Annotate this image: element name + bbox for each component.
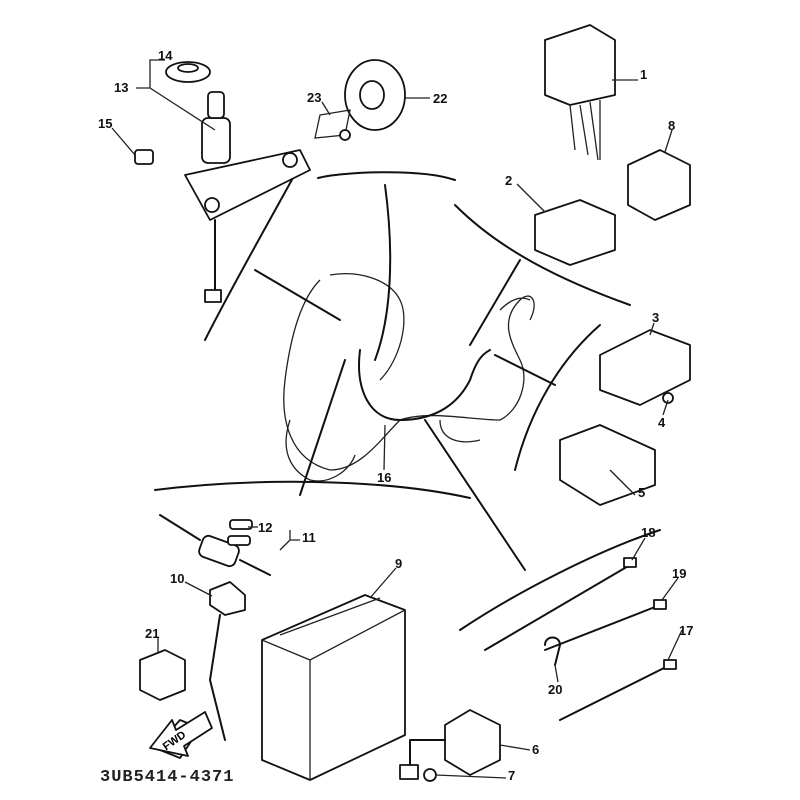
leader-lines	[111, 59, 683, 779]
horn	[314, 59, 406, 141]
callout-7: 7	[508, 768, 516, 783]
callout-20: 20	[548, 682, 563, 697]
callout-19: 19	[672, 566, 687, 581]
callout-5: 5	[638, 485, 646, 500]
callout-9: 9	[395, 556, 403, 571]
callout-16: 16	[377, 470, 392, 485]
callout-17: 17	[679, 623, 694, 638]
scooter-outline	[283, 273, 535, 482]
cdi-unit	[534, 24, 691, 266]
fwd-arrow	[149, 711, 213, 757]
callout-10: 10	[170, 571, 185, 586]
callout-1: 1	[640, 67, 648, 82]
callout-21: 21	[145, 626, 160, 641]
group-brackets	[154, 164, 661, 631]
callout-8: 8	[668, 118, 676, 133]
callout-13: 13	[114, 80, 129, 95]
cable-ties	[484, 557, 677, 721]
callout-14: 14	[158, 48, 173, 63]
drawing-code: 3UB5414-4371	[100, 768, 235, 787]
wire-harness	[358, 349, 491, 421]
callout-15: 15	[98, 116, 113, 131]
callout-4: 4	[658, 415, 666, 430]
callout-2: 2	[505, 173, 513, 188]
callout-11: 11	[302, 530, 316, 545]
callout-12: 12	[258, 520, 273, 535]
ignition-coil	[399, 709, 501, 782]
callout-3: 3	[652, 310, 660, 325]
main-switch	[134, 61, 311, 303]
rectifier-regulator	[559, 329, 691, 506]
callout-18: 18	[641, 525, 656, 540]
callout-22: 22	[433, 91, 448, 106]
callout-6: 6	[532, 742, 540, 757]
callout-23: 23	[307, 90, 322, 105]
battery	[261, 594, 406, 781]
